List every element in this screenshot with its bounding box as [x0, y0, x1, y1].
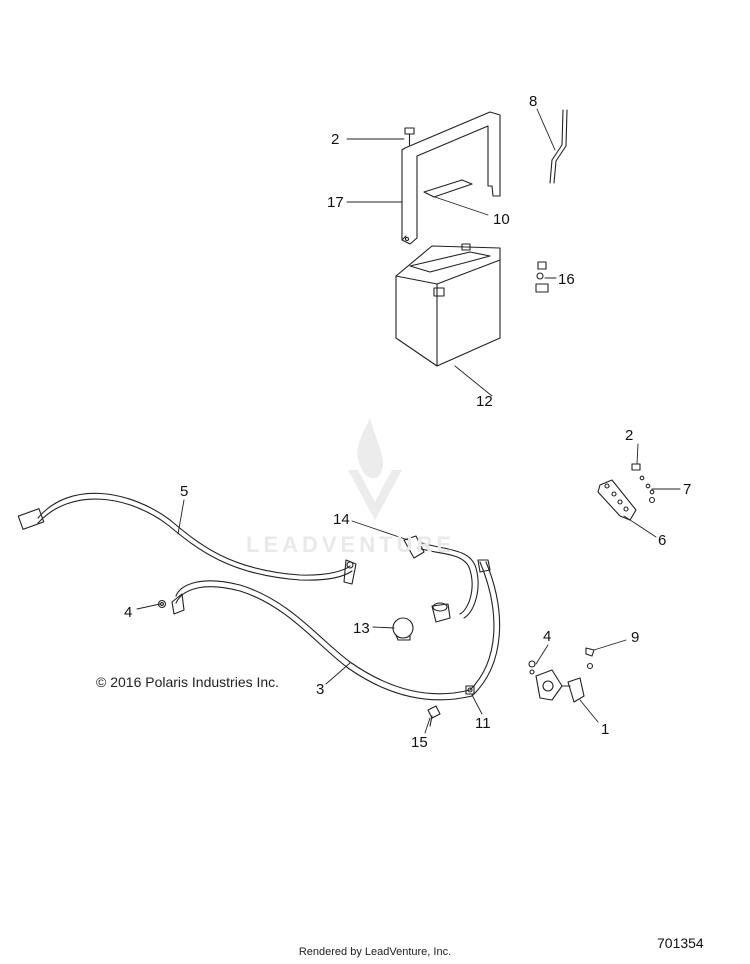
- callout-4: 4: [124, 604, 133, 621]
- callout-2-right: 2: [625, 427, 634, 444]
- battery-bracket: [401, 111, 501, 245]
- cable-clamp-tab: [395, 634, 411, 641]
- screw-15: [427, 705, 441, 727]
- nut-right: [528, 660, 536, 675]
- starter-cable: [403, 535, 479, 623]
- copyright-text: © 2016 Polaris Industries Inc.: [96, 674, 280, 690]
- callout-8: 8: [529, 93, 538, 110]
- bracket-bolt: [404, 127, 415, 146]
- battery: [395, 243, 501, 367]
- callout-1: 1: [601, 721, 610, 738]
- diagram-id: 701354: [657, 935, 704, 951]
- callout-10: 10: [493, 211, 510, 228]
- screw-9: [585, 647, 595, 670]
- callout-11: 11: [475, 715, 491, 732]
- watermark-text: LEADVENTURE: [246, 532, 456, 557]
- leader-lines: [136, 108, 681, 734]
- callout-12: 12: [476, 393, 493, 410]
- positive-cable: [171, 559, 501, 701]
- callout-2: 2: [331, 131, 340, 148]
- watermark-logo: [348, 418, 402, 520]
- solenoid: [535, 669, 585, 703]
- callout-4-right: 4: [543, 628, 552, 645]
- callout-13: 13: [353, 620, 370, 637]
- callout-7: 7: [683, 481, 692, 498]
- callout-5: 5: [180, 483, 189, 500]
- callout-6: 6: [658, 532, 667, 549]
- callout-17: 17: [327, 194, 344, 211]
- callout-9: 9: [631, 629, 640, 646]
- fuse-hardware: [631, 463, 656, 504]
- footer-credit: Rendered by LeadVenture, Inc.: [298, 946, 452, 958]
- callout-3: 3: [316, 681, 325, 698]
- support-rod: [549, 109, 568, 184]
- callout-15: 15: [411, 734, 428, 751]
- fuse-block: [597, 479, 637, 521]
- terminal-hardware: [535, 261, 549, 293]
- ground-cable: [17, 492, 357, 585]
- callout-14: 14: [333, 511, 350, 528]
- callout-16: 16: [558, 271, 575, 288]
- fastener-11: [465, 685, 475, 695]
- bracket-pad: [423, 179, 473, 198]
